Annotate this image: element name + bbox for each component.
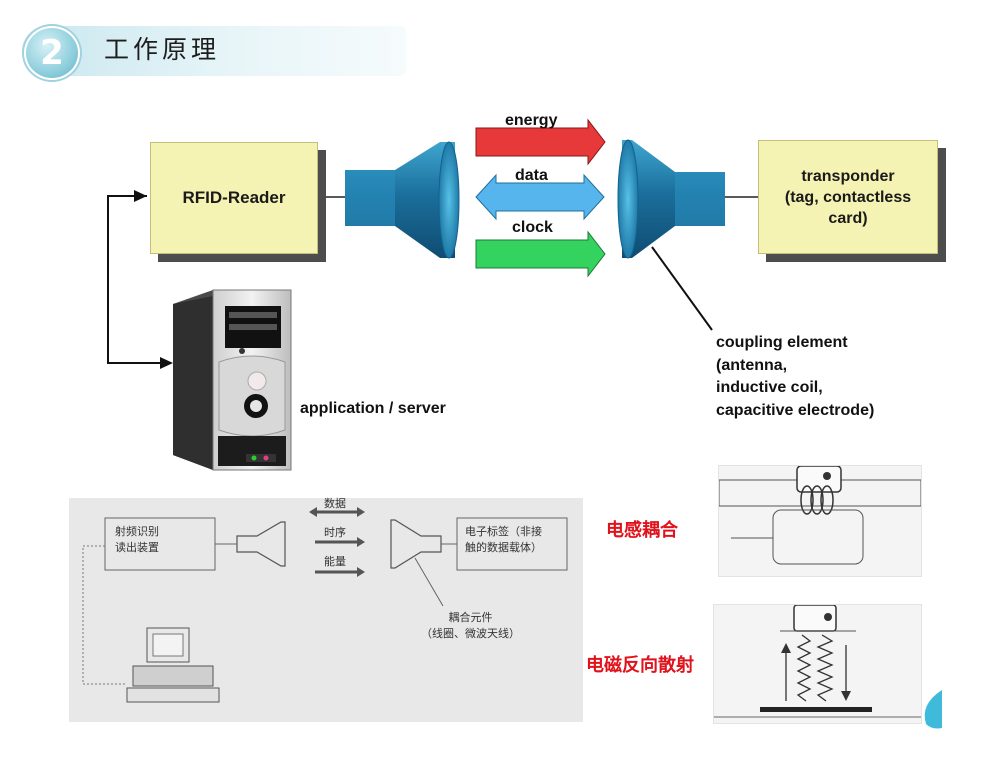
arrowhead-icon: [134, 190, 147, 202]
clock-label: clock: [512, 219, 553, 236]
backscatter-label: 电磁反向散射: [586, 655, 694, 676]
arrowhead-icon: [160, 357, 173, 369]
server-tower-icon: [173, 289, 292, 471]
backscatter-graphic: [714, 604, 921, 718]
backscatter-panel: [713, 604, 922, 724]
inductive-coupling-label: 电感耦合: [606, 520, 678, 541]
scan-channel-energy-label: 能量: [324, 555, 346, 568]
reader-antenna-icon: [345, 141, 460, 259]
inductive-coupling-panel: [718, 465, 922, 577]
clock-arrow: [475, 230, 606, 278]
transponder-box: transponder (tag, contactless card): [758, 140, 938, 254]
scan-channel-timing-label: 时序: [324, 526, 346, 539]
scanned-diagram-graphics: [82, 507, 568, 703]
scan-tag-label: 电子标签（非接 触的数据载体）: [465, 525, 542, 554]
coupling-pointer-line: [651, 246, 713, 331]
energy-label: energy: [505, 112, 558, 129]
data-label: data: [515, 167, 548, 184]
decorative-corner-accent: [924, 690, 942, 729]
inductive-coupling-graphic: [718, 465, 922, 565]
scan-coupling-label: 耦合元件 （线圈、微波天线）: [421, 611, 520, 640]
coupling-element-label: coupling element (antenna, inductive coi…: [716, 334, 875, 419]
step-number-badge: 2: [24, 26, 80, 80]
tag-antenna-icon: [617, 139, 725, 259]
scanned-diagram-panel: 射频识别 读出装置 数据 时序 能量 电子标签（非接 触的数据载体） 耦合元件 …: [69, 497, 583, 722]
data-arrow: [475, 173, 605, 221]
scan-reader-label: 射频识别 读出装置: [115, 525, 159, 554]
section-title: 工作原理: [104, 35, 221, 64]
rfid-diagram: [107, 118, 758, 471]
energy-arrow: [475, 118, 606, 166]
section-header-banner: [22, 26, 406, 76]
rfid-reader-box: RFID-Reader: [150, 142, 318, 254]
application-server-label: application / server: [300, 400, 446, 417]
rfid-reader-label: RFID-Reader: [182, 188, 286, 207]
scan-channel-data-label: 数据: [324, 497, 346, 510]
reader-server-link: [107, 190, 173, 369]
